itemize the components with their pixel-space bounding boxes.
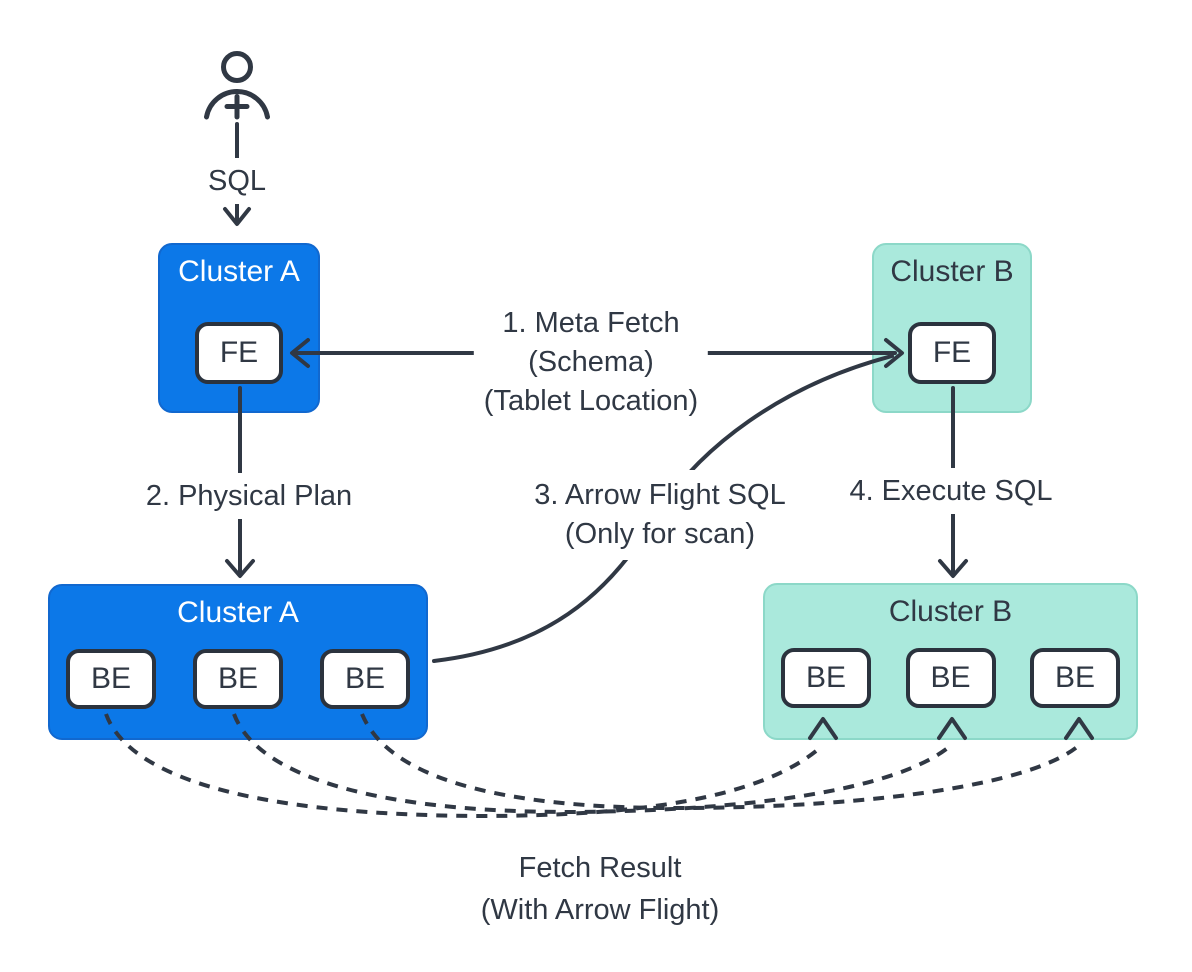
be-node: BE [320, 649, 410, 709]
be-node: BE [905, 648, 996, 708]
step4-execute-sql-label: 4. Execute SQL [839, 468, 1063, 514]
cluster-a-title: Cluster A [178, 255, 300, 288]
fe-node-cluster-a: FE [195, 322, 283, 384]
cluster-a-be-row: BE BE BE [50, 649, 426, 709]
cluster-b-fe-box: Cluster B FE [872, 243, 1032, 413]
cluster-a-fe-box: Cluster A FE [158, 243, 320, 413]
fe-node-cluster-b: FE [908, 322, 996, 384]
fetch-result-label: Fetch Result (With Arrow Flight) [470, 841, 730, 937]
cluster-a-be-box: Cluster A BE BE BE [48, 584, 428, 740]
be-node: BE [193, 649, 283, 709]
cluster-a-be-title: Cluster A [177, 596, 299, 629]
be-node: BE [66, 649, 156, 709]
add-user-icon [204, 51, 270, 120]
cluster-b-be-box: Cluster B BE BE BE [763, 583, 1138, 740]
step3-arrow-flight-label: 3. Arrow Flight SQL (Only for scan) [524, 470, 796, 560]
sql-label: SQL [197, 158, 277, 204]
step1-meta-fetch-label: 1. Meta Fetch (Schema) (Tablet Location) [473, 298, 709, 427]
cluster-b-be-row: BE BE BE [765, 648, 1136, 708]
be-node: BE [1030, 648, 1120, 708]
cluster-b-title: Cluster B [890, 255, 1014, 288]
be-node: BE [781, 648, 871, 708]
cluster-b-be-title: Cluster B [888, 595, 1013, 628]
step2-physical-plan-label: 2. Physical Plan [135, 473, 363, 519]
